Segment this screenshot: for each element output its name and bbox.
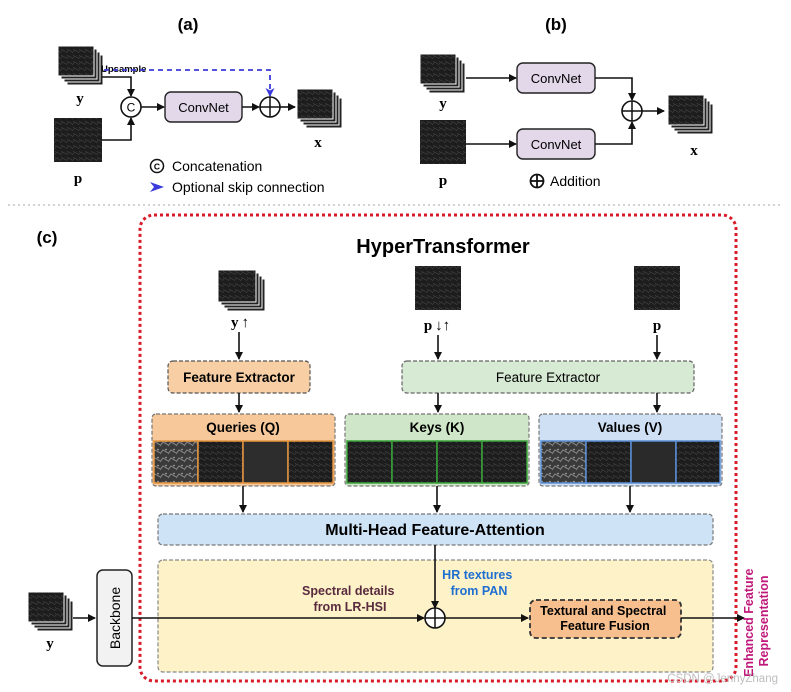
- input-p: p: [653, 318, 661, 334]
- legend-concatenation: Concatenation: [172, 158, 262, 174]
- keys-block: [344, 413, 530, 487]
- backbone-input-y: y: [46, 636, 54, 652]
- feature-extractor-left-label: Feature Extractor: [183, 370, 296, 385]
- legend-skip-connection: Optional skip connection: [172, 179, 325, 195]
- hsi-cube-stack-b: [419, 53, 466, 94]
- input-y-up: y↑: [231, 314, 249, 331]
- values-label: Values (V): [598, 420, 663, 435]
- pan-image-c: [634, 266, 680, 310]
- var-x-b: x: [690, 143, 698, 159]
- legend-addition: Addition: [550, 173, 601, 189]
- multi-head-attention-label: Multi-Head Feature-Attention: [325, 522, 545, 539]
- keys-label: Keys (K): [410, 420, 465, 435]
- panel-c-label: (c): [37, 228, 58, 247]
- feature-extractor-right-label: Feature Extractor: [496, 370, 601, 385]
- var-p-b: p: [439, 173, 447, 189]
- hypertransformer-border: [138, 213, 738, 683]
- spectral-details-label: Spectral details from LR-HSI: [302, 584, 398, 614]
- pan-image-b: [420, 120, 466, 164]
- addition-node-b: [621, 100, 643, 122]
- feature-fusion-label: Textural and Spectral Feature Fusion: [540, 604, 670, 633]
- output-label: Enhanced Feature Representation: [742, 565, 771, 677]
- var-y-b: y: [439, 96, 447, 112]
- queries-block: [151, 413, 336, 487]
- input-p-down-up: p↓↑: [424, 317, 450, 334]
- var-y-a: y: [76, 91, 84, 107]
- concat-symbol: C: [127, 101, 136, 115]
- feature-fusion-block: [529, 599, 682, 639]
- hsi-cube-stack-a: [57, 45, 104, 86]
- queries-label: Queries (Q): [206, 420, 280, 435]
- var-p-a: p: [74, 171, 82, 187]
- svg-text:C: C: [154, 162, 160, 172]
- skip-legend-icon: [150, 182, 164, 192]
- values-block: [538, 413, 723, 487]
- addition-node-c: [424, 607, 446, 629]
- watermark: CSDN @JennyZhang: [667, 673, 778, 685]
- panel-b-label: (b): [545, 15, 567, 34]
- panel-a-label: (a): [178, 15, 199, 34]
- hr-textures-label: HR textures from PAN: [442, 568, 516, 598]
- addition-legend-icon: [529, 173, 545, 189]
- convnet-label-a: ConvNet: [178, 100, 229, 115]
- concat-legend-icon: C: [149, 158, 165, 174]
- pan-down-up-image: [415, 266, 461, 310]
- skip-connection-arrow: [104, 69, 275, 97]
- output-cube-stack-a: [296, 88, 343, 129]
- addition-node-a: [259, 96, 281, 118]
- hsi-upsampled-cube-stack: [217, 269, 266, 312]
- output-cube-stack-b: [667, 94, 714, 135]
- pan-image-a: [54, 118, 102, 162]
- backbone-input-cube-stack: [27, 591, 74, 632]
- var-x-a: x: [314, 135, 322, 151]
- convnet-label-b-top: ConvNet: [531, 71, 582, 86]
- feature-extractor-right: [401, 360, 695, 394]
- convnet-label-b-bottom: ConvNet: [531, 137, 582, 152]
- backbone-label: Backbone: [107, 587, 123, 649]
- hypertransformer-title: HyperTransformer: [356, 236, 530, 258]
